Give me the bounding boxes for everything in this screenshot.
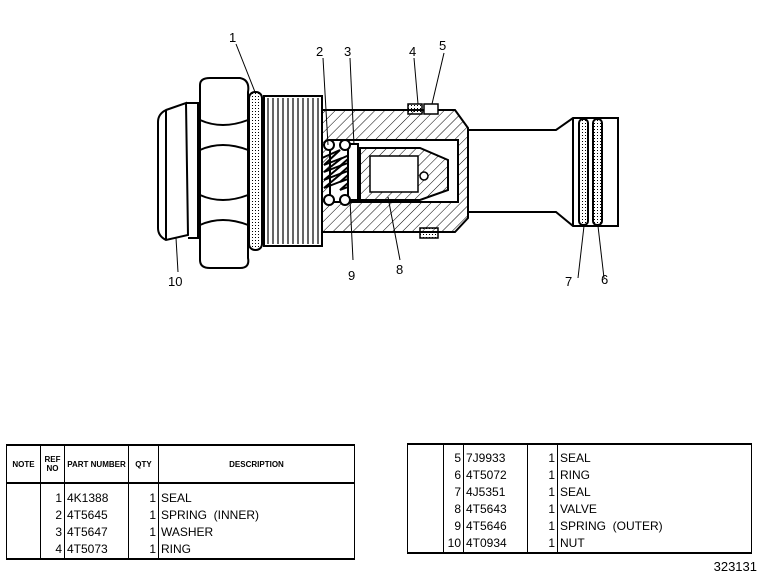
table-row: 2 4T5645 1 SPRING (INNER) [7, 507, 355, 524]
qty-cell: 1 [128, 490, 159, 507]
part-cell: 4K1388 [64, 490, 129, 507]
part-cell: 4T5645 [64, 507, 129, 524]
figure-number: 323131 [713, 559, 757, 574]
table-row: 7 4J5351 1 SEAL [408, 484, 752, 501]
header-qty: QTY [128, 445, 159, 484]
table-row: 4 4T5073 1 RING [7, 541, 355, 559]
ref-cell: 10 [443, 535, 464, 553]
callout-8: 8 [396, 262, 403, 277]
tube-fitting [468, 117, 619, 227]
part-cell: 4T5643 [463, 501, 528, 518]
ref-cell: 6 [443, 467, 464, 484]
table-row: 3 4T5647 1 WASHER [7, 524, 355, 541]
ref-cell: 7 [443, 484, 464, 501]
table-row: 6 4T5072 1 RING [408, 467, 752, 484]
qty-cell: 1 [527, 501, 558, 518]
part-cell: 4T5072 [463, 467, 528, 484]
desc-cell: SEAL [158, 490, 355, 507]
table-row: 8 4T5643 1 VALVE [408, 501, 752, 518]
header-note: NOTE [6, 445, 41, 484]
valve-assembly-drawing: 1 2 3 4 5 6 7 8 9 10 [157, 30, 619, 289]
parts-table-right: 5 7J9933 1 SEAL 6 4T5072 1 RING 7 4J5351… [407, 443, 752, 554]
qty-cell: 1 [527, 450, 558, 467]
desc-cell: SEAL [557, 484, 752, 501]
qty-cell: 1 [128, 524, 159, 541]
seal-ring-1 [248, 91, 263, 251]
callout-6: 6 [601, 272, 608, 287]
desc-cell: RING [557, 467, 752, 484]
part-cell: 4T5073 [64, 541, 129, 559]
ref-cell: 1 [40, 490, 65, 507]
nut-part [157, 101, 199, 242]
callout-2: 2 [316, 44, 323, 59]
ref-cell: 9 [443, 518, 464, 535]
table-row: 9 4T5646 1 SPRING (OUTER) [408, 518, 752, 535]
desc-cell: RING [158, 541, 355, 559]
table-row: 10 4T0934 1 NUT [408, 535, 752, 553]
callout-10: 10 [168, 274, 182, 289]
ref-cell: 8 [443, 501, 464, 518]
callout-1: 1 [229, 30, 236, 45]
callout-7: 7 [565, 274, 572, 289]
part-cell: 4T5646 [463, 518, 528, 535]
ref-cell: 5 [443, 450, 464, 467]
qty-cell: 1 [128, 541, 159, 559]
threaded-section [263, 95, 323, 247]
desc-cell: NUT [557, 535, 752, 553]
ref-cell: 2 [40, 507, 65, 524]
desc-cell: SPRING (INNER) [158, 507, 355, 524]
ref-cell: 3 [40, 524, 65, 541]
part-cell: 4J5351 [463, 484, 528, 501]
desc-cell: VALVE [557, 501, 752, 518]
desc-cell: SPRING (OUTER) [557, 518, 752, 535]
sectioned-body [321, 103, 469, 239]
qty-cell: 1 [527, 484, 558, 501]
ref-cell: 4 [40, 541, 65, 559]
qty-cell: 1 [128, 507, 159, 524]
callout-3: 3 [344, 44, 351, 59]
desc-cell: WASHER [158, 524, 355, 541]
part-cell: 4T0934 [463, 535, 528, 553]
table-row: 5 7J9933 1 SEAL [408, 450, 752, 467]
part-cell: 7J9933 [463, 450, 528, 467]
part-cell: 4T5647 [64, 524, 129, 541]
parts-table-left: NOTE REF NO PART NUMBER QTY DESCRIPTION … [6, 444, 355, 560]
callout-9: 9 [348, 268, 355, 283]
callout-5: 5 [439, 38, 446, 53]
table-row: 1 4K1388 1 SEAL [7, 490, 355, 507]
desc-cell: SEAL [557, 450, 752, 467]
ring-6 [592, 118, 603, 226]
header-ref-no: REF NO [40, 445, 65, 484]
leader-lines [175, 43, 605, 279]
seal-7 [578, 118, 589, 226]
hex-body [199, 77, 250, 269]
qty-cell: 1 [527, 518, 558, 535]
qty-cell: 1 [527, 467, 558, 484]
header-description: DESCRIPTION [158, 445, 355, 484]
qty-cell: 1 [527, 535, 558, 553]
callout-4: 4 [409, 44, 416, 59]
header-part-number: PART NUMBER [64, 445, 129, 484]
